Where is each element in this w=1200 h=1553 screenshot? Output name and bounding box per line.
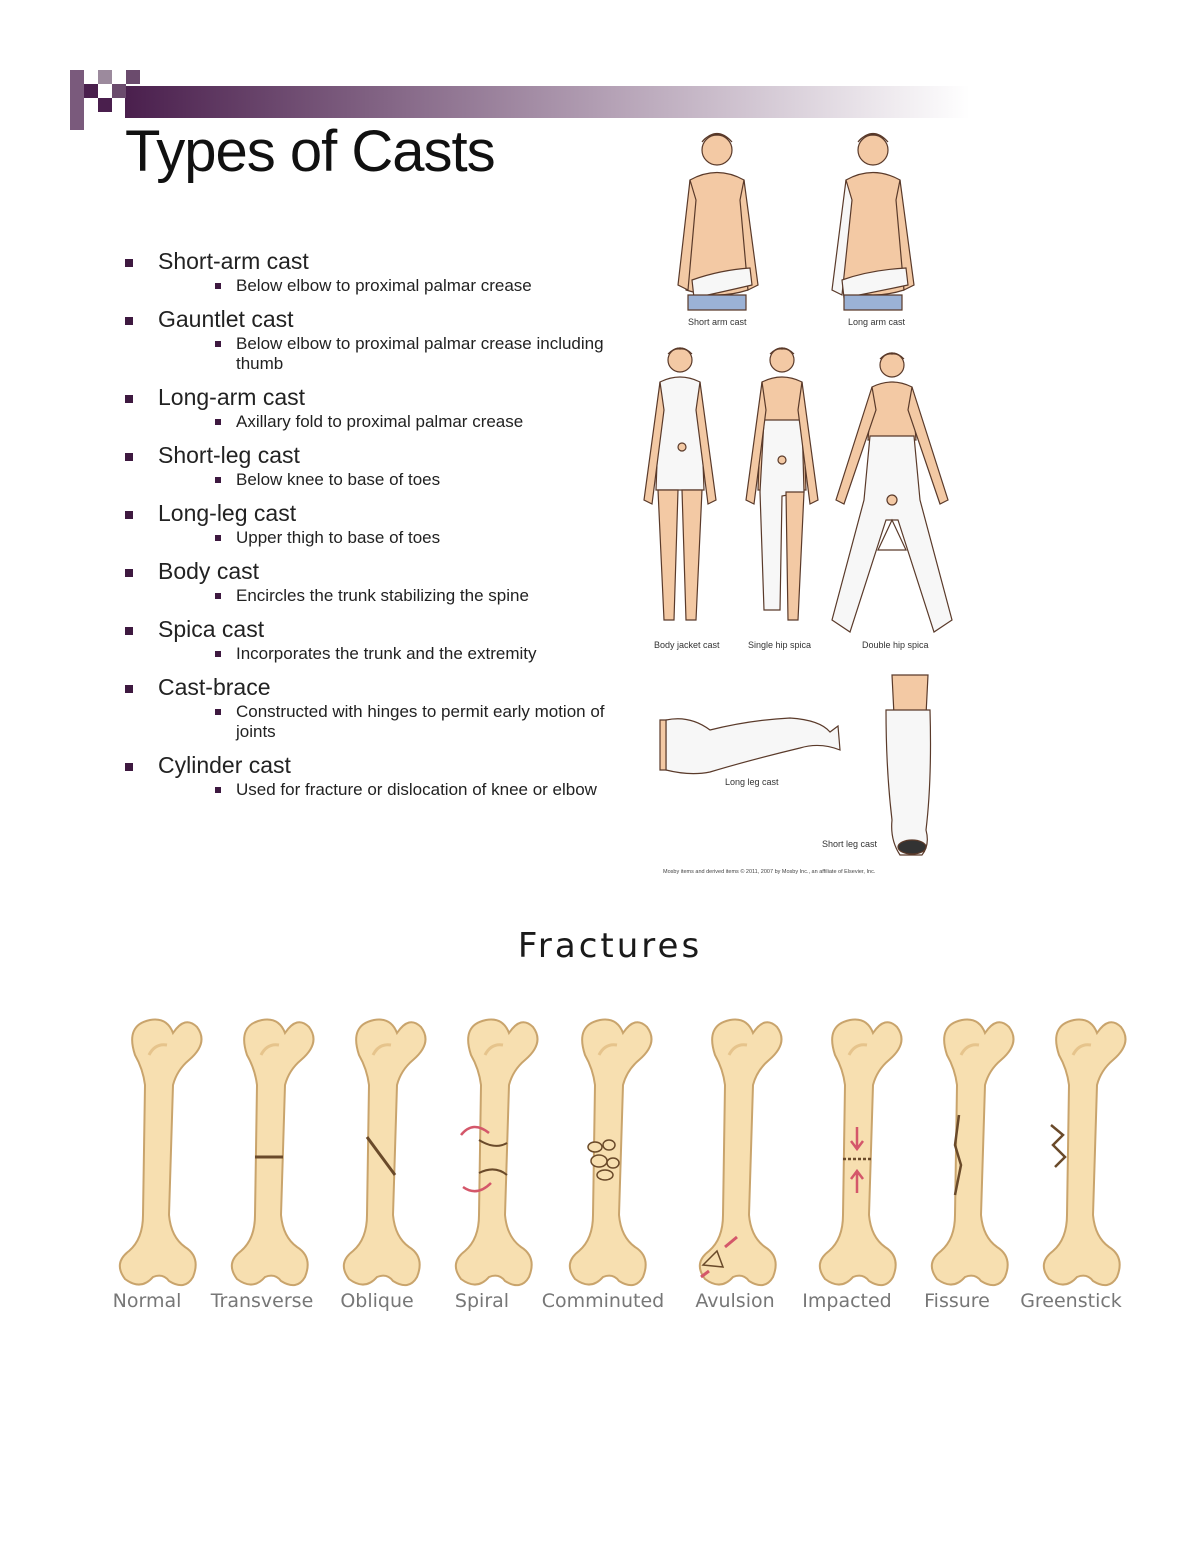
bullet-icon <box>125 627 133 635</box>
cast-name: Spica cast <box>158 616 265 642</box>
bullet-icon <box>125 259 133 267</box>
page-title: Types of Casts <box>125 119 496 184</box>
body-jacket-cast-label: Body jacket cast <box>654 640 720 650</box>
body-jacket-figure: Body jacket cast <box>643 347 720 650</box>
bone-spiral: Spiral <box>454 1018 539 1312</box>
bullet-icon <box>215 593 221 599</box>
cast-types-list: Short-arm cast Below elbow to proximal p… <box>125 246 625 808</box>
bullet-icon <box>215 709 221 715</box>
fracture-label: Greenstick <box>1020 1290 1122 1312</box>
cast-description: Below elbow to proximal palmar crease <box>236 276 532 295</box>
list-item: Short-arm cast Below elbow to proximal p… <box>125 246 625 296</box>
cast-name: Gauntlet cast <box>158 306 294 332</box>
single-hip-spica-figure: Single hip spica <box>745 347 819 650</box>
short-leg-cast-figure: Short leg cast <box>822 674 932 856</box>
bullet-icon <box>215 341 221 347</box>
short-leg-cast-label: Short leg cast <box>822 839 878 849</box>
bullet-icon <box>215 283 221 289</box>
cast-description: Constructed with hinges to permit early … <box>236 702 605 741</box>
bullet-icon <box>125 511 133 519</box>
long-arm-cast-label: Long arm cast <box>848 317 906 327</box>
bullet-icon <box>125 317 133 325</box>
fracture-types-illustration: Normal Transverse Oblique Spiral Comminu… <box>113 1018 1127 1312</box>
fracture-label: Avulsion <box>695 1290 774 1312</box>
copyright-text: Mosby items and derived items © 2011, 20… <box>663 868 876 875</box>
short-arm-figure: Short arm cast <box>677 132 759 327</box>
short-arm-cast-label: Short arm cast <box>688 317 747 327</box>
bone-comminuted: Comminuted <box>542 1018 664 1312</box>
long-leg-cast-label: Long leg cast <box>725 777 779 787</box>
bullet-icon <box>215 477 221 483</box>
list-item: Cast-brace Constructed with hinges to pe… <box>125 672 625 742</box>
cast-description: Below elbow to proximal palmar crease in… <box>236 334 604 373</box>
long-leg-cast-figure: Long leg cast <box>659 717 841 787</box>
bullet-icon <box>215 535 221 541</box>
cast-description: Axillary fold to proximal palmar crease <box>236 412 524 431</box>
fracture-label: Comminuted <box>542 1290 664 1312</box>
bullet-icon <box>125 763 133 771</box>
list-item: Short-leg cast Below knee to base of toe… <box>125 440 625 490</box>
fracture-label: Oblique <box>340 1290 413 1312</box>
fracture-label: Impacted <box>802 1290 891 1312</box>
fracture-label: Transverse <box>210 1290 314 1312</box>
cast-name: Long-arm cast <box>158 384 306 410</box>
bullet-icon <box>125 685 133 693</box>
list-item: Long-arm cast Axillary fold to proximal … <box>125 382 625 432</box>
bullet-icon <box>125 395 133 403</box>
cast-description: Encircles the trunk stabilizing the spin… <box>236 586 529 605</box>
fractures-title: Fractures <box>517 926 703 966</box>
bone-transverse: Transverse <box>210 1018 315 1312</box>
single-hip-spica-label: Single hip spica <box>748 640 811 650</box>
bone-impacted: Impacted <box>802 1018 903 1312</box>
cast-illustrations: Short arm cast Long arm cast Body jacket… <box>643 132 953 875</box>
double-hip-spica-label: Double hip spica <box>862 640 929 650</box>
list-item: Cylinder cast Used for fracture or dislo… <box>125 750 625 800</box>
fracture-label: Fissure <box>924 1290 990 1312</box>
bone-greenstick: Greenstick <box>1020 1018 1127 1312</box>
cast-description: Below knee to base of toes <box>236 470 441 489</box>
list-item: Gauntlet cast Below elbow to proximal pa… <box>125 304 625 374</box>
cast-description: Used for fracture or dislocation of knee… <box>236 780 597 799</box>
fracture-label: Normal <box>113 1290 182 1312</box>
cast-name: Body cast <box>158 558 259 584</box>
bone-oblique: Oblique <box>340 1018 427 1312</box>
bullet-icon <box>215 651 221 657</box>
bullet-icon <box>215 787 221 793</box>
cast-name: Cylinder cast <box>158 752 291 778</box>
bone-fissure: Fissure <box>924 1018 1015 1312</box>
fracture-label: Spiral <box>455 1290 509 1312</box>
bullet-icon <box>125 569 133 577</box>
cast-name: Long-leg cast <box>158 500 297 526</box>
long-arm-figure: Long arm cast <box>831 132 915 327</box>
cast-description: Incorporates the trunk and the extremity <box>236 644 537 663</box>
list-item: Spica cast Incorporates the trunk and th… <box>125 614 625 664</box>
cast-name: Short-leg cast <box>158 442 300 468</box>
cast-name: Short-arm cast <box>158 248 309 274</box>
cast-description: Upper thigh to base of toes <box>236 528 441 547</box>
bullet-icon <box>215 419 221 425</box>
list-item: Body cast Encircles the trunk stabilizin… <box>125 556 625 606</box>
bone-avulsion: Avulsion <box>695 1018 783 1312</box>
list-item: Long-leg cast Upper thigh to base of toe… <box>125 498 625 548</box>
bullet-icon <box>125 453 133 461</box>
cast-name: Cast-brace <box>158 674 271 700</box>
header-decoration <box>70 70 970 130</box>
double-hip-spica-figure: Double hip spica <box>831 352 953 650</box>
bone-normal: Normal <box>113 1018 203 1312</box>
